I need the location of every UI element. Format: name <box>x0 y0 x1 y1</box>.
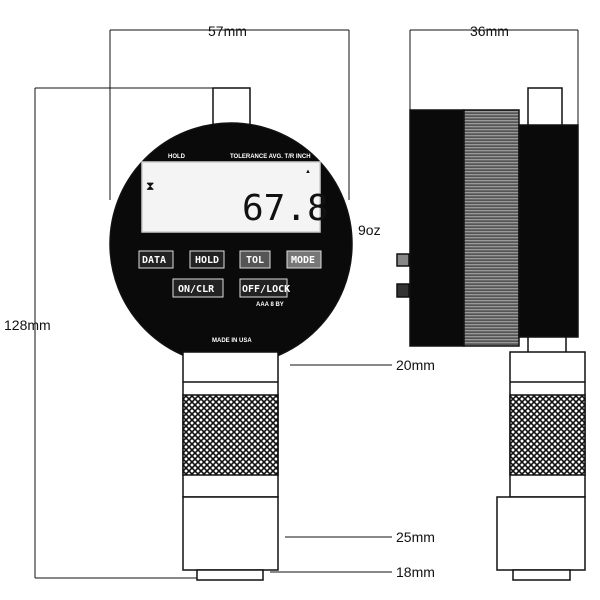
dim-cap: 25mm <box>396 529 435 545</box>
dim-width-front: 57mm <box>208 23 247 39</box>
dim-height: 128mm <box>4 317 51 333</box>
side-housing-back <box>518 124 579 338</box>
svg-text:TOL: TOL <box>246 255 264 266</box>
lcd-hold-label: HOLD <box>168 154 186 160</box>
svg-text:ON/CLR: ON/CLR <box>178 284 215 295</box>
button-hold[interactable]: HOLD <box>189 250 225 269</box>
battery-label: AAA 8 BY <box>256 302 284 308</box>
dim-width-side: 36mm <box>470 23 509 39</box>
front-view <box>109 87 353 581</box>
svg-text:DATA: DATA <box>142 255 166 266</box>
hourglass-icon: ⧗ <box>146 179 154 193</box>
svg-text:HOLD: HOLD <box>195 255 219 266</box>
dim-weight: 9oz <box>358 222 381 238</box>
button-on-clr[interactable]: ON/CLR <box>172 278 224 298</box>
side-button-lower[interactable] <box>396 283 410 298</box>
svg-text:OFF/LOCK: OFF/LOCK <box>242 284 290 295</box>
dim-foot: 18mm <box>396 564 435 580</box>
foot <box>196 569 264 581</box>
lcd-mode-labels: TOLERANCE AVG. T/R INCH <box>230 154 311 160</box>
side-housing-front <box>409 109 465 347</box>
lcd-reading: 67.8 <box>242 188 329 229</box>
dim-neck: 20mm <box>396 357 435 373</box>
button-off-lock[interactable]: OFF/LOCK <box>239 278 290 298</box>
side-knurled-grip <box>509 394 586 476</box>
svg-text:MODE: MODE <box>291 255 315 266</box>
footer-text: MADE IN USA <box>212 338 252 344</box>
dimension-lines <box>34 29 579 579</box>
arrow-icon: ▲ <box>305 169 311 175</box>
bottom-cap <box>182 496 279 571</box>
knurled-grip <box>182 394 279 476</box>
button-tol[interactable]: TOL <box>239 250 271 269</box>
button-data[interactable]: DATA <box>138 250 174 269</box>
side-button-upper[interactable] <box>396 253 410 267</box>
side-bottom-cap <box>496 496 586 571</box>
side-bezel <box>463 109 520 347</box>
lcd-screen <box>141 161 321 233</box>
side-view <box>396 87 586 581</box>
button-mode[interactable]: MODE <box>286 250 322 269</box>
side-top-stem <box>527 87 563 127</box>
side-foot <box>512 569 571 581</box>
